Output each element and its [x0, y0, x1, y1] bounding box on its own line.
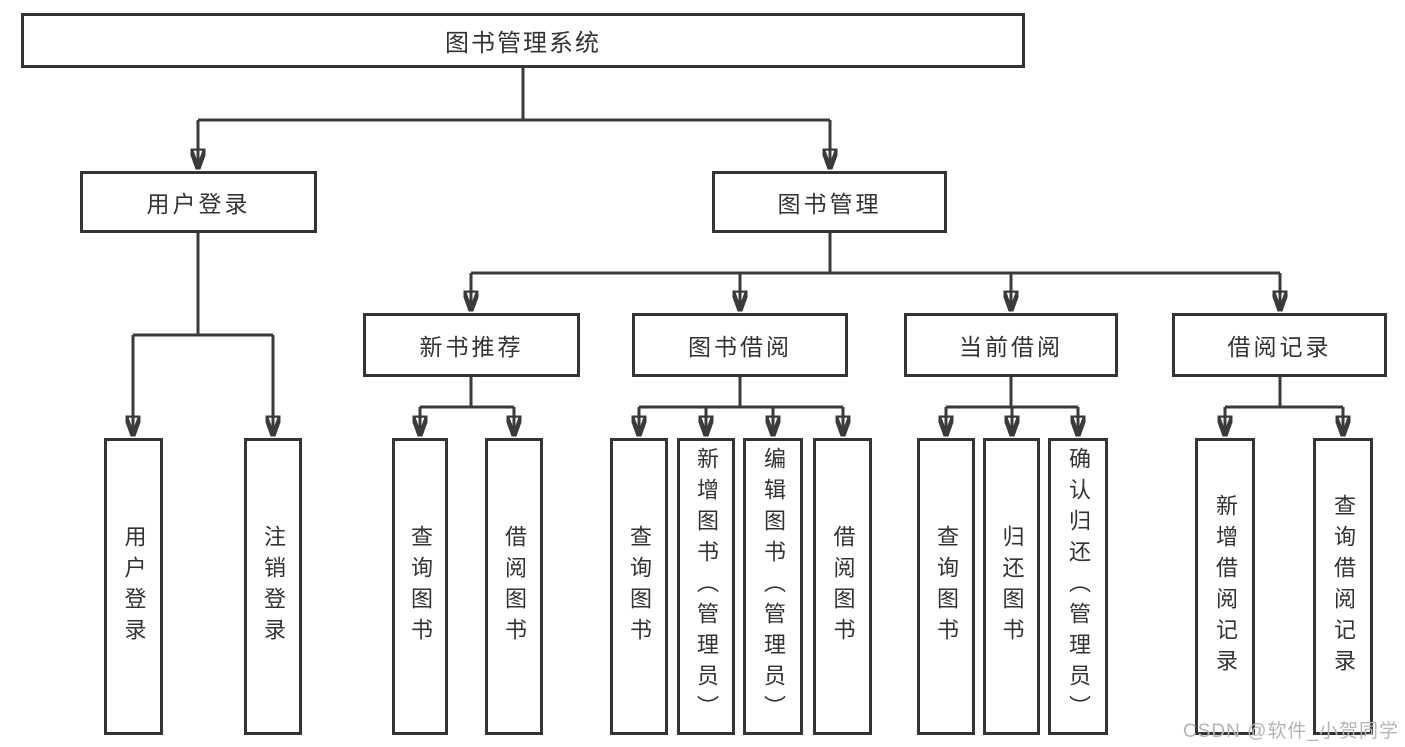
leaf-current-return-books-label: 归还图书 [999, 524, 1025, 649]
leaf-borrow-edit-books-admin-label: 编辑图书（管理员） [761, 447, 786, 726]
node-root: 图书管理系统 [21, 13, 1025, 68]
leaf-current-return-books: 归还图书 [983, 438, 1040, 735]
leaf-logout: 注销登录 [244, 438, 302, 735]
node-current-borrow-label: 当前借阅 [959, 334, 1063, 360]
leaf-current-confirm-return-admin: 确认归还（管理员） [1048, 438, 1108, 735]
node-root-label: 图书管理系统 [445, 30, 601, 57]
leaf-user-login-label: 用户登录 [121, 524, 147, 649]
node-borrow-records: 借阅记录 [1172, 313, 1387, 377]
leaf-borrow-query-books: 查询图书 [610, 438, 668, 735]
leaf-borrow-add-books-admin-label: 新增图书（管理员） [694, 447, 719, 726]
leaf-records-query-record: 查询借阅记录 [1313, 438, 1373, 735]
leaf-current-query-books: 查询图书 [917, 438, 975, 735]
node-new-book-recommend: 新书推荐 [363, 313, 580, 377]
leaf-borrow-borrow-books: 借阅图书 [813, 438, 872, 735]
node-book-management: 图书管理 [712, 171, 947, 233]
leaf-user-login: 用户登录 [104, 438, 163, 735]
node-new-book-recommend-label: 新书推荐 [419, 334, 524, 360]
leaf-borrow-borrow-books-label: 借阅图书 [830, 524, 856, 649]
leaf-recommend-borrow-books-label: 借阅图书 [502, 524, 527, 649]
leaf-records-add-record-label: 新增借阅记录 [1213, 493, 1238, 680]
leaf-current-query-books-label: 查询图书 [934, 524, 959, 649]
leaf-recommend-query-books: 查询图书 [392, 438, 448, 735]
node-user-login: 用户登录 [80, 171, 317, 233]
node-current-borrow: 当前借阅 [904, 313, 1118, 377]
leaf-records-add-record: 新增借阅记录 [1195, 438, 1255, 735]
node-book-management-label: 图书管理 [777, 191, 882, 217]
leaf-logout-label: 注销登录 [261, 524, 286, 649]
leaf-records-query-record-label: 查询借阅记录 [1331, 493, 1356, 680]
leaf-recommend-borrow-books: 借阅图书 [485, 438, 543, 735]
leaf-borrow-query-books-label: 查询图书 [627, 524, 652, 649]
leaf-borrow-add-books-admin: 新增图书（管理员） [677, 438, 735, 735]
csdn-watermark: CSDN @软件_小贺同学 [1183, 721, 1399, 742]
node-book-borrow-label: 图书借阅 [688, 334, 792, 360]
node-borrow-records-label: 借阅记录 [1227, 334, 1332, 360]
leaf-borrow-edit-books-admin: 编辑图书（管理员） [743, 438, 803, 735]
node-user-login-label: 用户登录 [146, 191, 251, 217]
leaf-recommend-query-books-label: 查询图书 [408, 524, 433, 649]
leaf-current-confirm-return-admin-label: 确认归还（管理员） [1066, 447, 1091, 726]
node-book-borrow: 图书借阅 [632, 313, 848, 377]
